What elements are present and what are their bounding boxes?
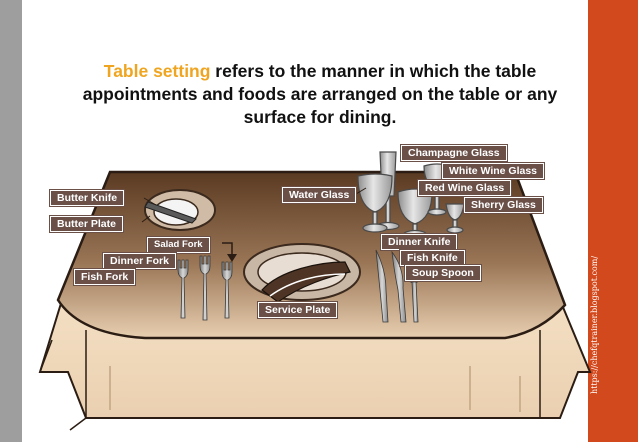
label-sherry-glass: Sherry Glass — [464, 197, 543, 213]
label-soup-spoon: Soup Spoon — [405, 265, 481, 281]
label-service-plate: Service Plate — [258, 302, 338, 318]
label-fish-fork: Fish Fork — [74, 269, 136, 285]
label-white-wine-glass: White Wine Glass — [442, 163, 545, 179]
heading-text: refers to the manner in which the table … — [82, 61, 558, 127]
sherry-glass-shape — [445, 203, 465, 234]
water-glass-shape — [357, 173, 393, 233]
label-butter-plate: Butter Plate — [50, 216, 123, 232]
glassware-illustration — [357, 151, 465, 239]
service-plate-illustration — [243, 243, 361, 303]
label-dinner-fork: Dinner Fork — [103, 253, 176, 269]
label-water-glass: Water Glass — [282, 187, 357, 203]
label-salad-fork: Salad Fork — [147, 237, 210, 253]
label-red-wine-glass: Red Wine Glass — [418, 180, 512, 196]
left-side-bar — [0, 0, 22, 442]
forks-illustration — [177, 242, 237, 321]
slide-heading: Table setting refers to the manner in wh… — [70, 60, 570, 129]
butter-plate-illustration — [144, 189, 216, 231]
label-champagne-glass: Champagne Glass — [401, 145, 507, 161]
right-side-bar — [588, 0, 638, 442]
label-butter-knife: Butter Knife — [50, 190, 125, 206]
heading-highlight: Table setting — [103, 61, 211, 81]
label-fish-knife: Fish Knife — [400, 250, 465, 266]
label-dinner-knife: Dinner Knife — [381, 234, 458, 250]
label-leader-lines — [141, 187, 367, 223]
